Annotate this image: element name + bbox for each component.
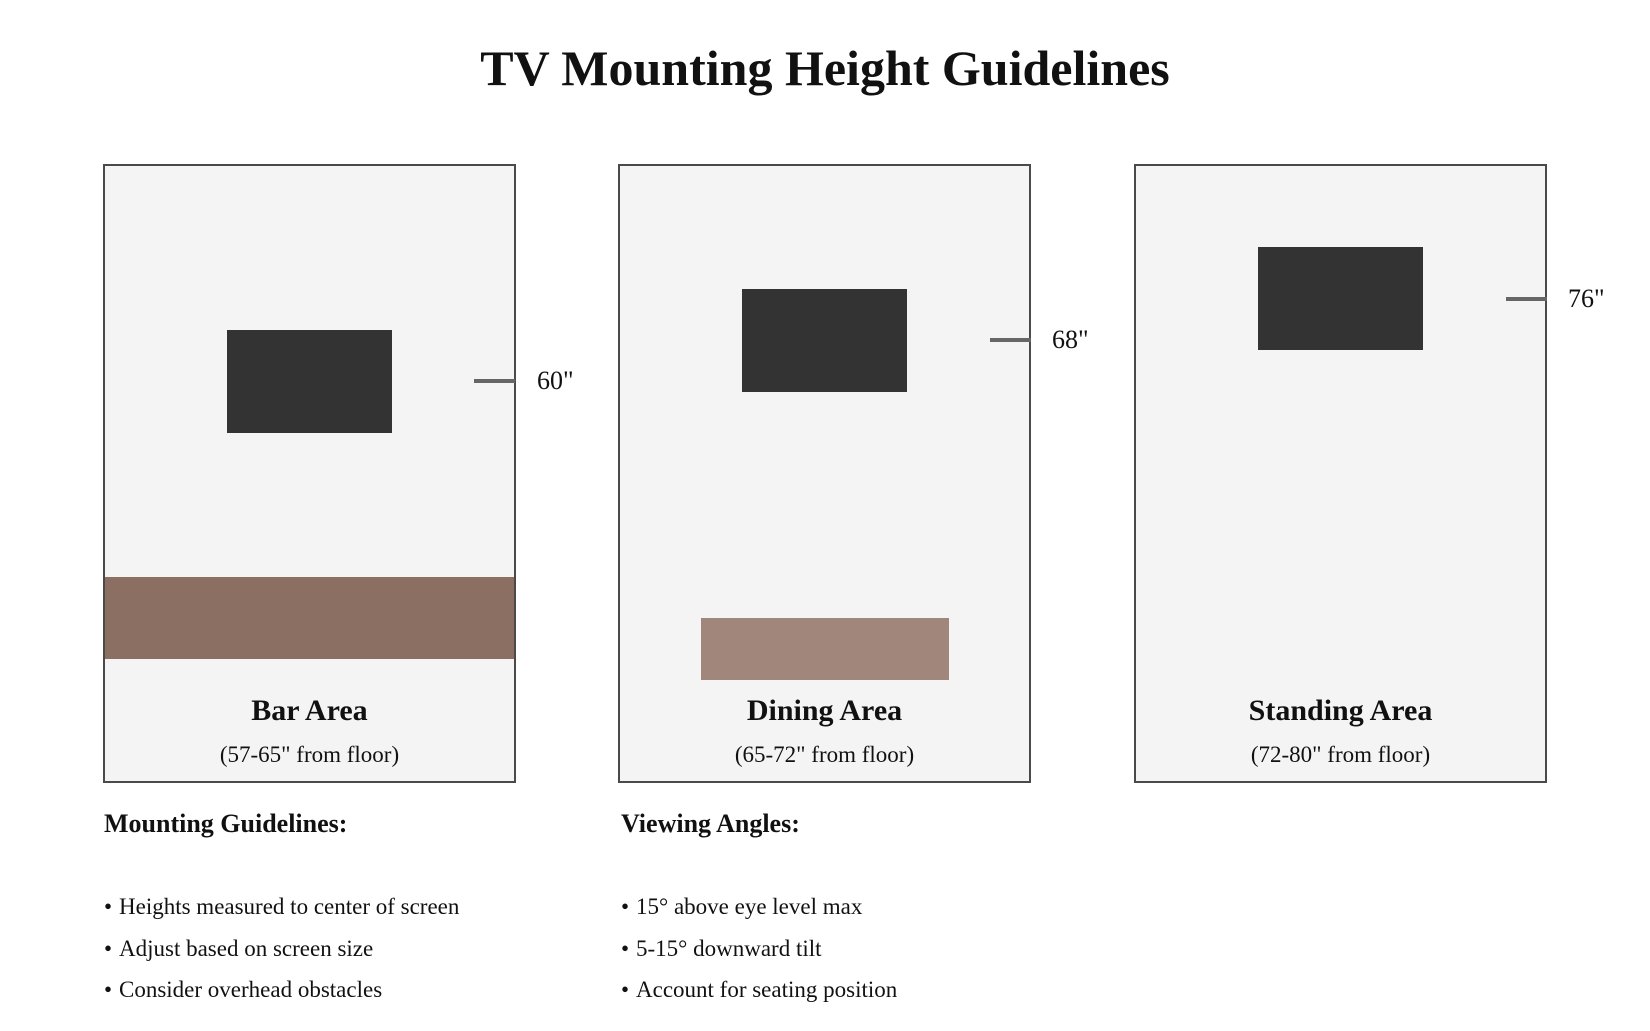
bullet-icon: • — [104, 977, 113, 1002]
section-heading: Viewing Angles: — [621, 809, 800, 838]
list-item: •15° above eye level max — [621, 886, 1101, 928]
height-marker — [990, 338, 1031, 342]
dining-table-icon — [701, 618, 949, 680]
list-item: •Heights measured to center of screen — [104, 886, 584, 928]
bar-area-panel: Bar Area (57-65" from floor) — [103, 164, 516, 783]
tv-icon — [1258, 247, 1423, 350]
area-label: Standing Area — [1248, 694, 1433, 727]
dining-area-panel: Dining Area (65-72" from floor) — [618, 164, 1031, 783]
area-range: (65-72" from floor) — [734, 742, 915, 767]
bullet-icon: • — [621, 935, 630, 961]
list-item: •Adjust based on screen size — [104, 928, 584, 970]
height-label: 76" — [1568, 284, 1605, 313]
bullet-icon: • — [621, 894, 630, 919]
area-label: Dining Area — [746, 694, 903, 727]
list-item-text: Adjust based on screen size — [119, 935, 374, 961]
tv-icon — [227, 330, 392, 433]
height-label: 68" — [1052, 325, 1089, 354]
list-item-text: Consider overhead obstacles — [119, 977, 383, 1002]
mounting-guidelines-section: Mounting Guidelines: •Heights measured t… — [104, 808, 459, 1002]
list-item-text: 15° above eye level max — [636, 894, 863, 919]
list-item-text: 5-15° downward tilt — [636, 935, 822, 961]
diagram-title: TV Mounting Height Guidelines — [480, 40, 1170, 96]
viewing-angles-section: Viewing Angles: •15° above eye level max… — [621, 808, 897, 1002]
section-heading: Mounting Guidelines: — [104, 809, 348, 838]
area-range: (57-65" from floor) — [219, 742, 400, 767]
height-label: 60" — [537, 366, 574, 395]
area-range: (72-80" from floor) — [1250, 742, 1431, 767]
height-marker — [1506, 297, 1547, 301]
standing-area-panel: Standing Area (72-80" from floor) — [1134, 164, 1547, 783]
tv-icon — [742, 289, 907, 392]
list-item: •5-15° downward tilt — [621, 928, 1101, 970]
bullet-icon: • — [621, 977, 630, 1002]
bullet-icon: • — [104, 894, 113, 919]
area-label: Bar Area — [251, 694, 368, 727]
list-item-text: Account for seating position — [636, 977, 898, 1002]
height-marker — [474, 379, 515, 383]
viewing-angles-list: •15° above eye level max •5-15° downward… — [621, 886, 1101, 1011]
bar-counter-icon — [105, 577, 514, 659]
list-item: •Account for seating position — [621, 969, 1101, 1011]
mounting-guidelines-list: •Heights measured to center of screen •A… — [104, 886, 584, 1011]
list-item-text: Heights measured to center of screen — [119, 894, 460, 919]
bullet-icon: • — [104, 935, 113, 961]
list-item: •Consider overhead obstacles — [104, 969, 584, 1011]
